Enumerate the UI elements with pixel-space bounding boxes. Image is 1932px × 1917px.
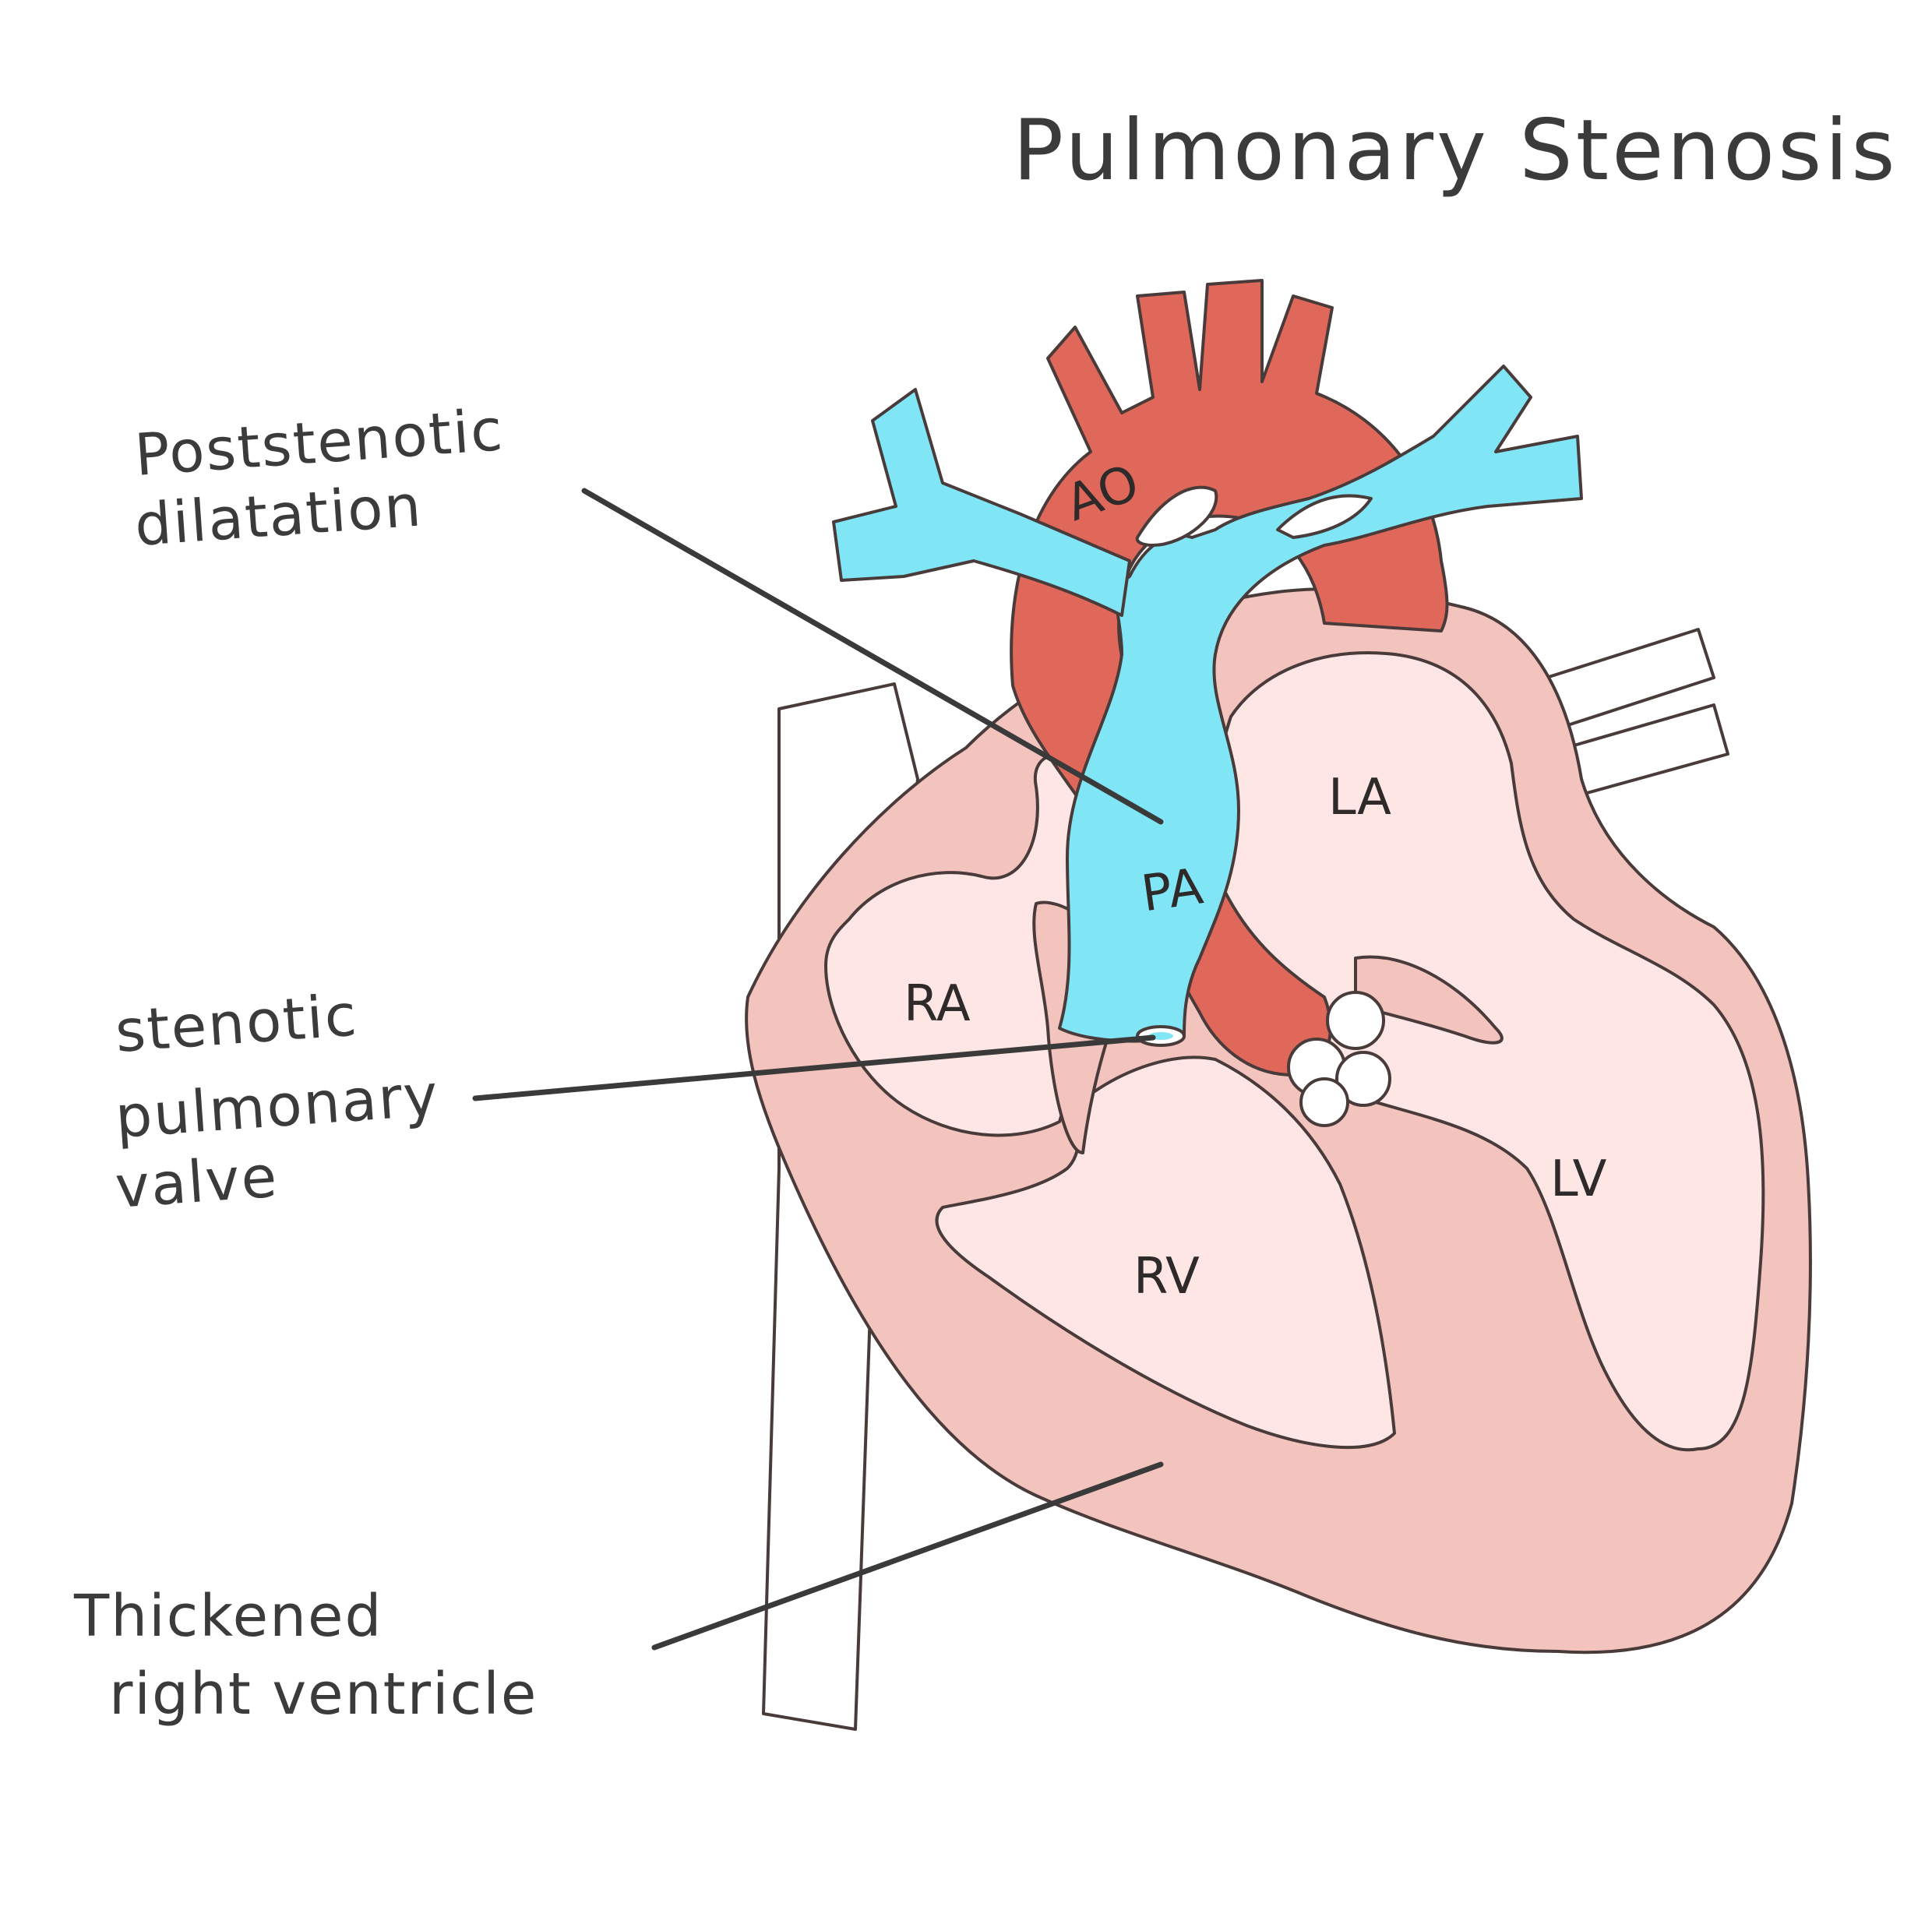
- label-rv: RV: [1133, 1248, 1200, 1306]
- label-ra: RA: [904, 975, 971, 1033]
- callout-stenotic-valve-line1: stenotic: [113, 981, 360, 1066]
- callout-stenotic-valve-line3: valve: [113, 1144, 280, 1221]
- leader-poststenotic: [581, 488, 1164, 825]
- leader-stenotic-valve: [472, 1034, 1156, 1101]
- callout-thickened-rv-line2: right ventricle: [109, 1661, 538, 1728]
- label-lv: LV: [1550, 1151, 1607, 1208]
- callout-poststenotic-line1: Poststenotic: [132, 396, 506, 489]
- aortic-arch-gap-right: [1276, 494, 1373, 539]
- label-la: LA: [1328, 769, 1391, 826]
- mitral-leaflet: [1354, 955, 1504, 1045]
- right-ventricle-chamber: [935, 1055, 1396, 1450]
- leader-thickened-rv: [651, 1461, 1164, 1651]
- callout-thickened-rv-line1: Thickened: [73, 1583, 383, 1650]
- label-pa: PA: [1138, 858, 1207, 923]
- callout-stenotic-valve-line2: pulmonary: [113, 1062, 441, 1151]
- pulmonary-artery: [1058, 365, 1583, 1043]
- diagram-title: Pulmonary Stenosis: [1013, 102, 1899, 199]
- aortic-arch-gap-left: [1135, 485, 1218, 547]
- pulmonary-artery-left-branch: [832, 388, 1131, 617]
- aortic-valve: [1287, 991, 1391, 1127]
